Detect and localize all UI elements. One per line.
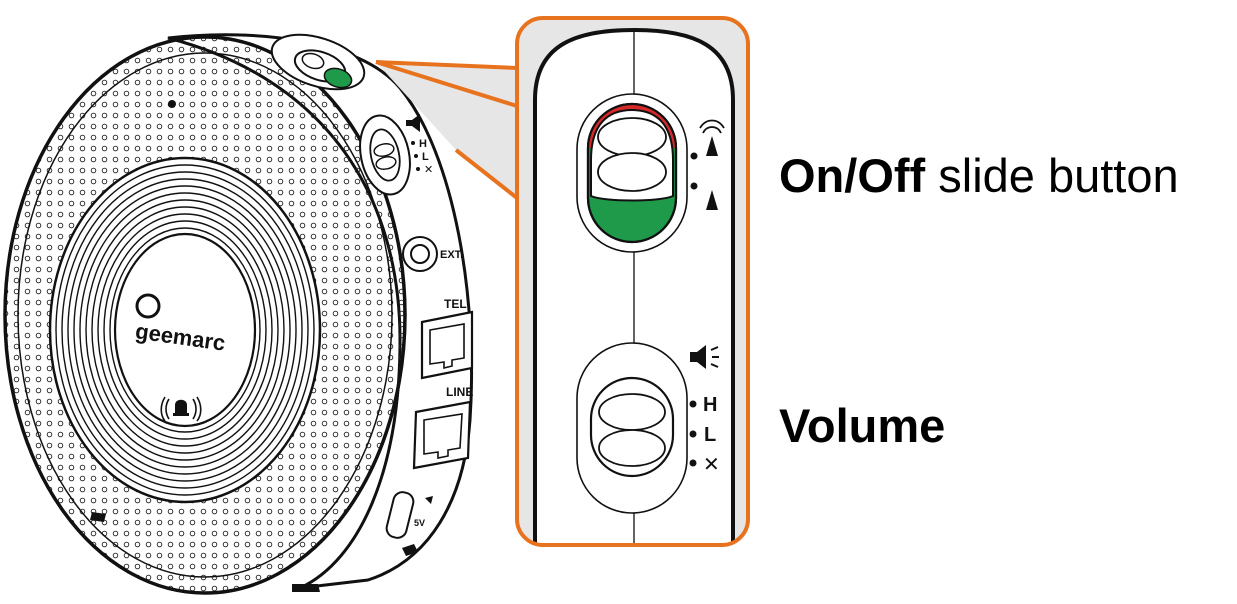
zoom-panel: H L ✕ <box>515 16 750 547</box>
callout-connector <box>375 60 519 200</box>
svg-text:TEL: TEL <box>444 297 467 311</box>
power-port: 5V <box>385 491 433 539</box>
onoff-slide-switch-zoom <box>576 93 688 253</box>
tel-port: TEL <box>420 297 474 380</box>
center-disc <box>113 232 257 428</box>
volume-slide-switch-zoom <box>576 342 688 514</box>
svg-text:L: L <box>422 151 429 163</box>
svg-text:5V: 5V <box>414 518 425 528</box>
onoff-label: On/Off slide button <box>779 152 1179 199</box>
volume-mark-high: H <box>703 394 717 416</box>
line-port: LINE <box>412 385 473 470</box>
svg-text:LINE: LINE <box>446 385 473 399</box>
ext-jack: EXT. <box>402 236 463 272</box>
onoff-label-rest: slide button <box>925 149 1179 202</box>
concentric-rings <box>48 156 322 504</box>
device-onoff-switch <box>270 33 366 91</box>
device-body: geemarc H <box>3 33 474 595</box>
device-volume-switch: H L ✕ <box>359 114 433 196</box>
ringer-high-icon <box>690 119 725 160</box>
speaker-icon <box>690 345 719 369</box>
volume-label: Volume <box>779 399 946 452</box>
volume-level-marks: H L ✕ <box>689 394 720 476</box>
volume-mark-off: ✕ <box>703 454 720 476</box>
onoff-label-bold: On/Off <box>779 149 926 202</box>
svg-text:H: H <box>419 138 427 150</box>
svg-text:EXT.: EXT. <box>440 249 463 261</box>
svg-text:✕: ✕ <box>424 164 433 176</box>
microphone-dot <box>168 100 176 108</box>
ringer-low-icon <box>690 182 718 210</box>
volume-mark-low: L <box>704 424 716 446</box>
bell-icon <box>160 396 202 422</box>
